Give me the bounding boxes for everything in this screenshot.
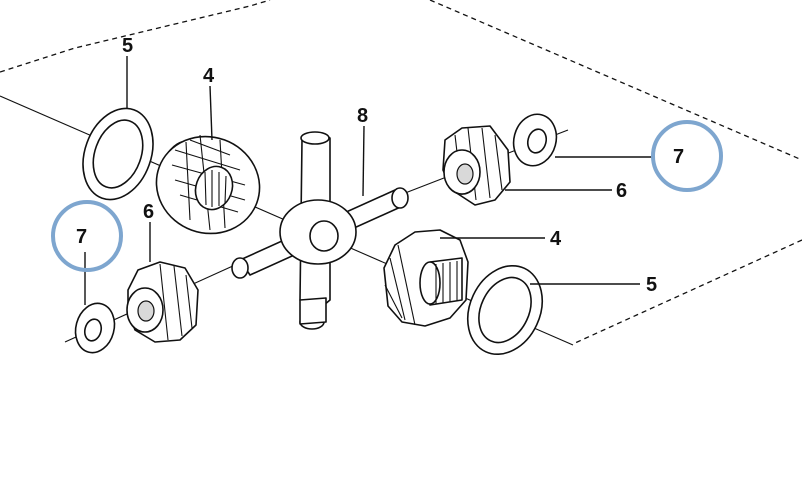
- callout-pinion-top-right: 6: [616, 180, 627, 202]
- callout-gear-top-left: 4: [203, 65, 215, 87]
- housing-outline: [0, 0, 802, 344]
- callout-washer-top-left: 5: [122, 35, 133, 57]
- highlight-circle-top-right: [651, 120, 723, 192]
- callout-cross-shaft: 8: [357, 105, 368, 127]
- callout-washer-bottom-right: 5: [646, 274, 657, 296]
- highlight-circle-left: [51, 200, 123, 272]
- cross-shaft: [231, 131, 409, 330]
- callout-pinion-left: 6: [143, 201, 154, 223]
- small-washer-top-right: [512, 113, 558, 167]
- leader-lines: [84, 56, 655, 305]
- callout-washer-small-left: 7: [76, 226, 87, 248]
- callout-washer-small-top-right: 7: [673, 146, 684, 168]
- pinion-gear-top-right: [442, 125, 511, 206]
- side-gear-bottom-right: [383, 229, 469, 327]
- thrust-washer-bottom-right: [466, 264, 544, 356]
- pinion-gear-left: [126, 261, 199, 343]
- small-washer-left: [74, 302, 116, 354]
- thrust-washer-top-left: [82, 107, 154, 201]
- callout-gear-bottom-right: 4: [550, 228, 562, 250]
- side-gear-top-left: [155, 134, 261, 235]
